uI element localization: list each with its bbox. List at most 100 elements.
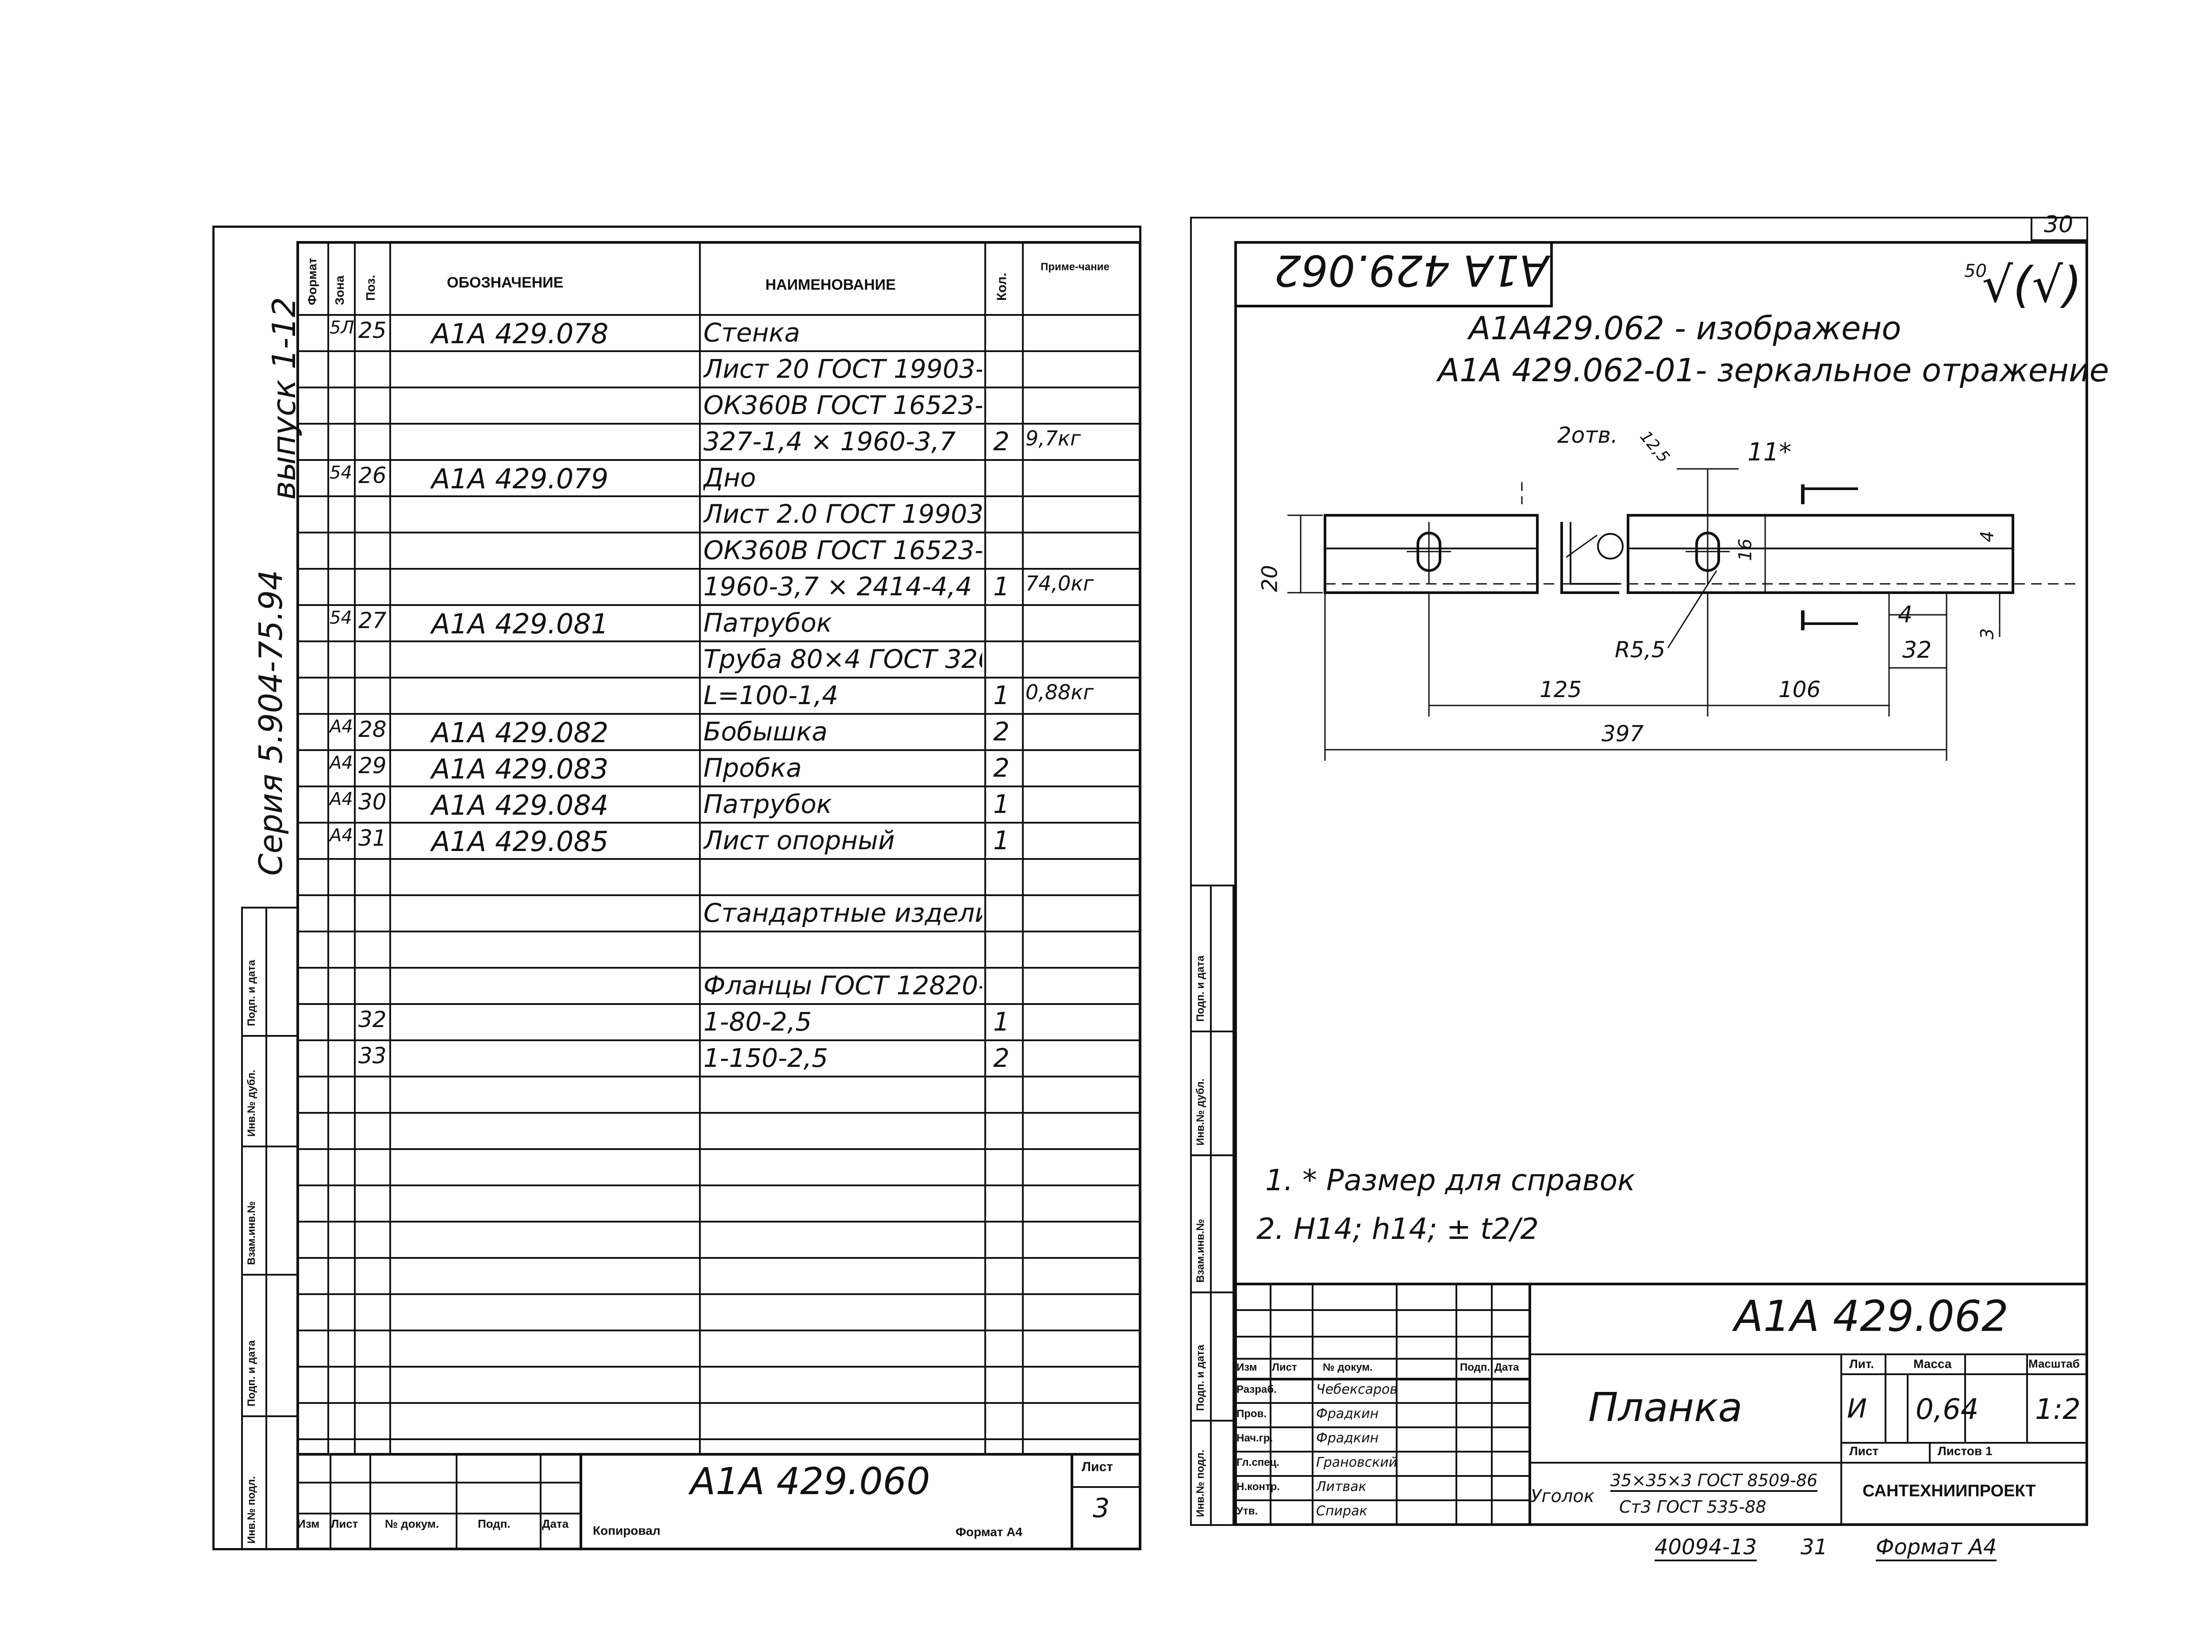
dim-radius: R5,5: [1615, 637, 1666, 663]
sheets-label: Листов 1: [1938, 1444, 1993, 1458]
cell-qty: 2: [993, 426, 1010, 456]
cell-qty: 2: [993, 753, 1010, 783]
right-stamp-code: А1А 429.062: [1734, 1292, 2008, 1341]
cell-format: А4: [330, 825, 353, 846]
drawing-title-2: А1А 429.062-01- зеркальное отражение: [1438, 352, 2109, 389]
part-name: Планка: [1588, 1384, 1743, 1431]
right-side-label-4: Подп. и дата: [1194, 1345, 1206, 1411]
cell-name: Дно: [703, 463, 756, 493]
signatory-name: Фрадкин: [1316, 1406, 1379, 1422]
signatory-name: Чебексаров: [1316, 1382, 1398, 1397]
cell-designation: А1А 429.082: [431, 717, 609, 749]
right-stamp-col-3: № докум.: [1323, 1361, 1373, 1373]
cell-name: 1960-3,7 × 2414-4,4: [703, 571, 972, 602]
cell-qty: 1: [993, 1007, 1010, 1037]
signatory-role: Разраб.: [1237, 1384, 1277, 1395]
left-stamp-sheet: 3: [1093, 1493, 1110, 1524]
dim-32: 32: [1902, 637, 1932, 663]
drawing-title-1: А1А429.062 - изображено: [1469, 310, 1901, 347]
cell-name: Фланцы ГОСТ 12820-80: [703, 970, 982, 1000]
cell-name: Стенка: [703, 318, 800, 348]
cell-format: А4: [330, 789, 353, 809]
cell-name: Лист 20 ГОСТ 19903-74: [703, 354, 982, 384]
right-side-label-1: Подп. и дата: [1194, 955, 1206, 1022]
left-stamp-col-2: Лист: [331, 1517, 358, 1530]
cell-pos: 33: [358, 1043, 387, 1069]
cell-format: 54: [330, 463, 352, 483]
col-name-header: НАИМЕНОВАНИЕ: [765, 276, 896, 293]
cell-name: Пробка: [703, 753, 802, 783]
sheet-label: Лист: [1849, 1444, 1879, 1458]
right-side-label-2: Инв.№ дубл.: [1194, 1078, 1206, 1146]
left-format-label: Формат А4: [956, 1525, 1022, 1539]
dim-20: 20: [1257, 565, 1283, 592]
signatory-name: Фрадкин: [1316, 1430, 1379, 1446]
cell-name: Лист опорный: [703, 825, 895, 855]
cell-pos: 29: [358, 753, 387, 778]
cell-note: 0,88кг: [1025, 680, 1094, 704]
cell-designation: А1А 429.079: [431, 463, 609, 495]
mass-label: Масса: [1913, 1357, 1952, 1371]
left-stamp-col-3: № докум.: [385, 1517, 439, 1530]
dim-4-vert: 4: [1977, 531, 1998, 542]
cell-pos: 27: [358, 608, 387, 633]
signatory-role: Н.контр.: [1237, 1481, 1280, 1493]
cell-name: Стандартные изделия: [703, 898, 982, 928]
right-stamp-col-4: Подп.: [1460, 1361, 1490, 1373]
note-1: 1. * Размер для справок: [1265, 1163, 1635, 1197]
sheet-number: 30: [2044, 211, 2074, 238]
footer-code: 40094-13: [1655, 1535, 1757, 1561]
signatory-role: Нач.гр.: [1237, 1432, 1273, 1444]
cell-name: Бобышка: [703, 717, 828, 747]
cell-qty: 1: [993, 680, 1010, 710]
roughness-value: 50: [1964, 261, 1987, 281]
signatory-role: Утв.: [1237, 1505, 1258, 1517]
scale-value: 1:2: [2035, 1393, 2081, 1426]
dim-106: 106: [1778, 677, 1821, 702]
right-side-label-3: Взам.инв.№: [1194, 1219, 1206, 1283]
right-side-label-5: Инв.№ подл.: [1194, 1449, 1206, 1517]
cell-pos: 31: [358, 825, 387, 851]
cell-name: Лист 2.0 ГОСТ 19903-74: [703, 499, 982, 529]
title-block: [1234, 1283, 2088, 1526]
cell-name: ОК360В ГОСТ 16523-89: [703, 535, 982, 565]
right-stamp-col-1: Изм: [1237, 1361, 1257, 1373]
cell-note: 9,7кг: [1025, 426, 1081, 450]
cell-qty: 1: [993, 825, 1010, 855]
left-stamp-col-1: Изм: [297, 1517, 320, 1530]
material-prefix: Уголок: [1531, 1486, 1595, 1506]
right-stamp-col-5: Дата: [1494, 1361, 1519, 1373]
cell-designation: А1А 429.083: [431, 753, 609, 785]
cell-pos: 32: [358, 1007, 387, 1032]
cell-name: Патрубок: [703, 789, 832, 819]
cell-qty: 1: [993, 571, 1010, 602]
lit-value: И: [1847, 1393, 1867, 1424]
cell-name: ОК360В ГОСТ 16523-89: [703, 390, 982, 420]
cell-format: А4: [330, 717, 353, 737]
cell-pos: 25: [358, 318, 387, 343]
signatory-role: Пров.: [1237, 1408, 1267, 1420]
col-designation-header: ОБОЗНАЧЕНИЕ: [447, 274, 564, 291]
roughness-symbol: √(√): [1982, 257, 2082, 313]
cell-name: 1-150-2,5: [703, 1043, 828, 1073]
dim-16: 16: [1735, 538, 1756, 561]
cell-name: 1-80-2,5: [703, 1007, 812, 1037]
scale-label: Масштаб: [2028, 1357, 2080, 1370]
note-2: 2. H14; h14; ± t2/2: [1256, 1212, 1539, 1246]
cell-note: 74,0кг: [1025, 571, 1094, 595]
dim-125: 125: [1540, 677, 1582, 702]
cell-format: 5Л: [330, 318, 354, 338]
cell-pos: 26: [358, 463, 387, 488]
signatory-role: Гл.спец.: [1237, 1457, 1279, 1468]
cell-designation: А1А 429.081: [431, 608, 609, 640]
left-stamp-code: А1А 429.060: [690, 1460, 930, 1503]
material-grade: Ст3 ГОСТ 535-88: [1619, 1497, 1767, 1517]
signatory-name: Грановский: [1316, 1455, 1398, 1470]
dim-4: 4: [1898, 602, 1913, 628]
mass-value: 0,64: [1916, 1393, 1979, 1426]
cell-designation: А1А 429.085: [431, 825, 609, 858]
right-side-strip: [1190, 885, 1234, 1526]
left-copied-label: Копировал: [593, 1524, 661, 1537]
sheet-number-box: [2031, 217, 2088, 241]
